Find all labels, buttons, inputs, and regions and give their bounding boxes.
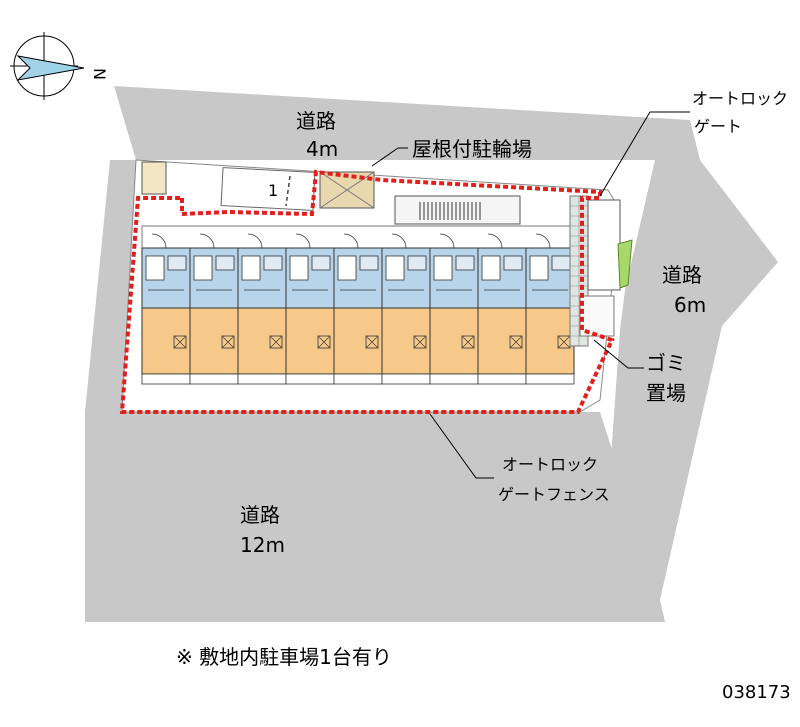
bike-parking-label: 屋根付駐輪場 bbox=[412, 137, 532, 161]
stair-area bbox=[394, 195, 521, 225]
fence-label-2: ゲートフェンス bbox=[498, 485, 610, 504]
autolock-gate-label-2: ゲート bbox=[694, 117, 742, 136]
autolock-gate-fence bbox=[119, 169, 615, 414]
fence-label-1: オートロック bbox=[502, 455, 598, 474]
unit bbox=[381, 233, 431, 385]
road-south-name: 道路 bbox=[240, 503, 280, 527]
planting-bed bbox=[617, 239, 633, 289]
road-north-name: 道路 bbox=[296, 109, 336, 133]
road-west-strip bbox=[85, 160, 136, 412]
parking-number: 1 bbox=[268, 181, 278, 200]
road-east-name: 道路 bbox=[662, 263, 702, 287]
road-north-width: 4m bbox=[306, 137, 338, 161]
compass-needle bbox=[16, 55, 85, 81]
apartment-units bbox=[141, 233, 575, 385]
road-south bbox=[85, 412, 665, 622]
property-code: 038173 bbox=[722, 682, 791, 703]
parking-note: ※ 敷地内駐車場1台有り bbox=[176, 645, 392, 669]
north-letter: N bbox=[90, 68, 109, 80]
unit bbox=[141, 233, 191, 385]
compass: N bbox=[10, 32, 109, 100]
unit bbox=[525, 233, 575, 385]
planter-box bbox=[141, 161, 167, 195]
unit bbox=[429, 233, 479, 385]
garbage-label-2: 置場 bbox=[646, 381, 686, 405]
road-east bbox=[600, 160, 778, 612]
unit bbox=[189, 233, 239, 385]
unit bbox=[285, 233, 335, 385]
garbage-label-1: ゴミ bbox=[646, 351, 686, 375]
stairs bbox=[419, 202, 481, 220]
unit bbox=[477, 233, 527, 385]
road-south-width: 12m bbox=[240, 533, 285, 557]
road-north bbox=[114, 86, 700, 160]
road-east-width: 6m bbox=[674, 293, 706, 317]
autolock-gate-label-1: オートロック bbox=[692, 89, 788, 108]
unit bbox=[333, 233, 383, 385]
gate-house bbox=[587, 199, 621, 291]
unit bbox=[237, 233, 287, 385]
tile-grid bbox=[570, 195, 588, 346]
